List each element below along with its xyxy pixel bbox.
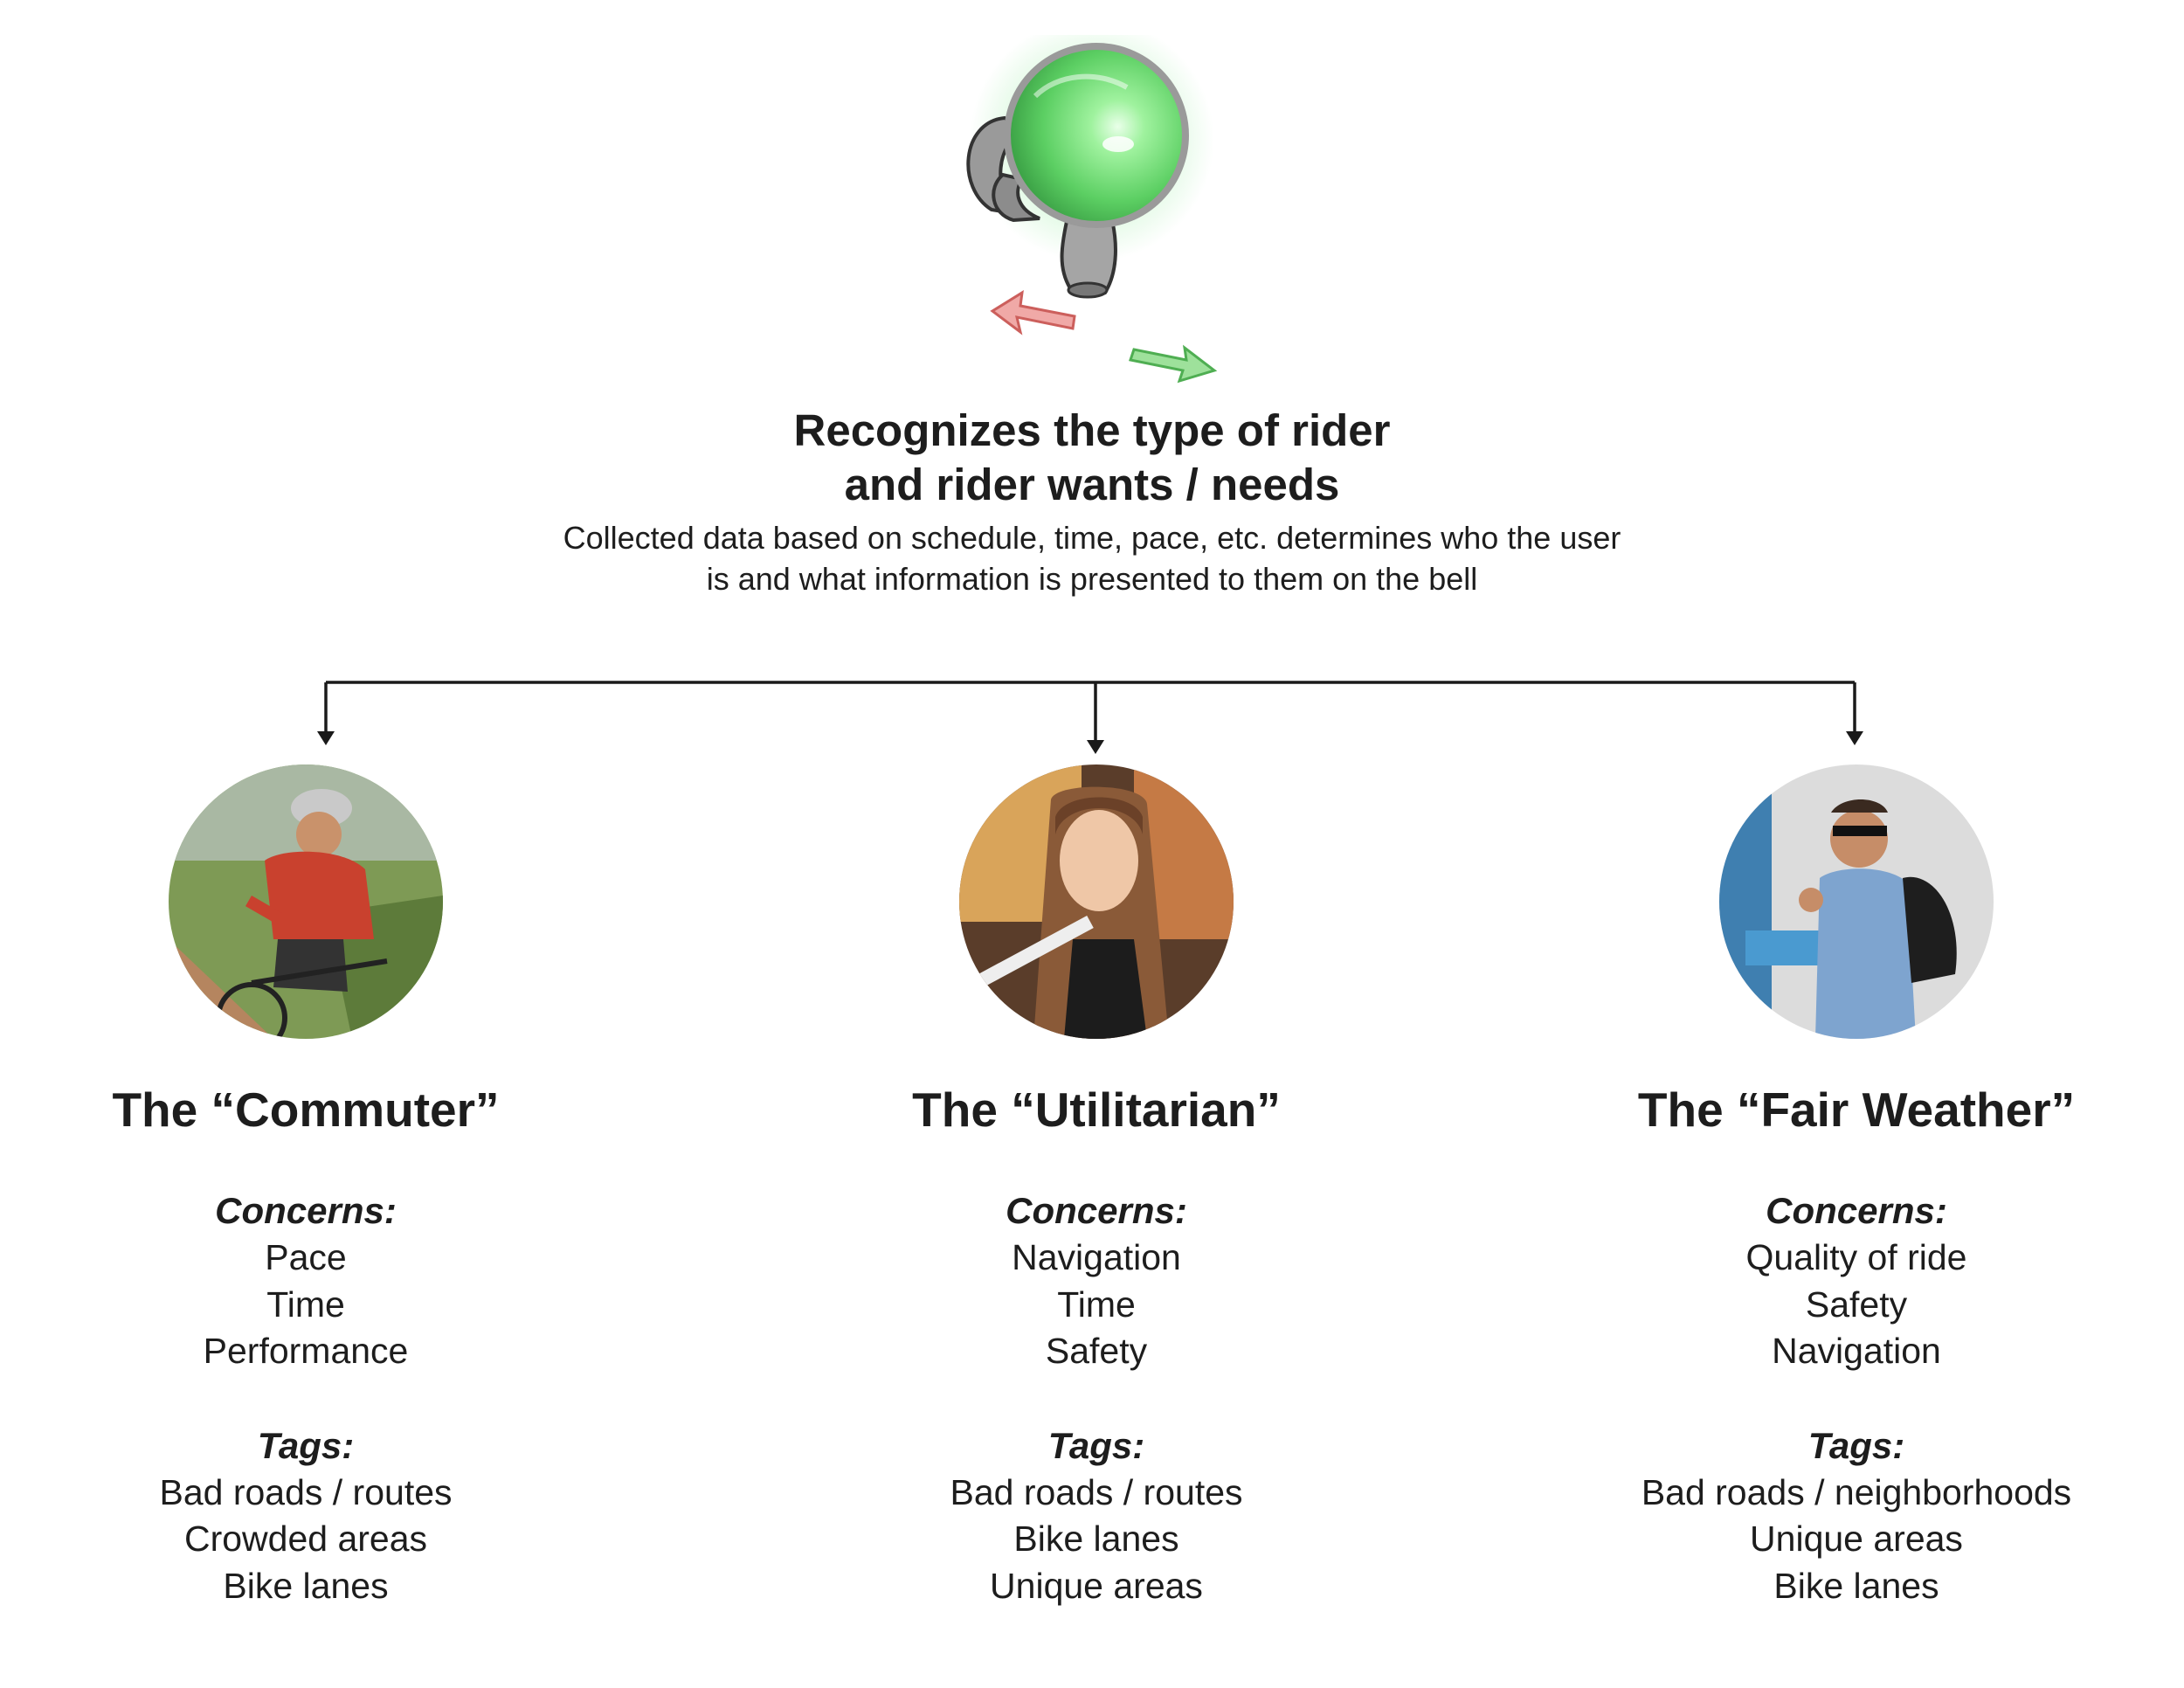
- tag-item: Crowded areas: [183, 1519, 428, 1559]
- tag-item: Bike lanes: [1013, 1519, 1179, 1559]
- concern-item: Safety: [1045, 1331, 1148, 1371]
- tags-list: Bad roads / routes Crowded areas Bike la…: [0, 1470, 681, 1610]
- concerns-list: Pace Time Performance: [0, 1235, 681, 1375]
- tag-item: Bike lanes: [223, 1565, 389, 1606]
- main-heading: Recognizes the type of rider and rider w…: [437, 404, 1747, 512]
- concern-item: Pace: [265, 1237, 347, 1277]
- tag-item: Unique areas: [1750, 1519, 1963, 1559]
- tags-list: Bad roads / neighborhoods Unique areas B…: [1481, 1470, 2184, 1610]
- concern-item: Time: [1057, 1283, 1136, 1325]
- heading-line: and rider wants / needs: [844, 460, 1340, 509]
- description-line: Collected data based on schedule, time, …: [563, 520, 1621, 556]
- concern-item: Navigation: [1012, 1237, 1181, 1277]
- description-line: is and what information is presented to …: [706, 561, 1478, 597]
- utilitarian-photo: [959, 764, 1234, 1039]
- tag-item: Bike lanes: [1773, 1565, 1939, 1606]
- description: Collected data based on schedule, time, …: [393, 517, 1791, 599]
- tag-item: Bad roads / routes: [950, 1471, 1243, 1512]
- tags-label: Tags:: [1807, 1424, 1905, 1466]
- concern-item: Performance: [203, 1331, 409, 1371]
- concerns-list: Navigation Time Safety: [721, 1235, 1472, 1375]
- persona-title: The “Utilitarian”: [912, 1083, 1281, 1137]
- right-arrow-icon: [1129, 344, 1218, 384]
- tag-item: Unique areas: [990, 1565, 1203, 1606]
- tag-item: Bad roads / neighborhoods: [1641, 1471, 2072, 1512]
- concerns-label: Concerns:: [215, 1190, 397, 1231]
- concerns-label: Concerns:: [1766, 1190, 1947, 1231]
- concern-item: Time: [266, 1283, 345, 1325]
- left-arrow-icon: [990, 290, 1076, 336]
- concern-item: Navigation: [1772, 1331, 1941, 1371]
- concerns-list: Quality of ride Safety Navigation: [1481, 1235, 2184, 1375]
- fair-weather-photo: [1719, 764, 1994, 1039]
- tags-label: Tags:: [1047, 1424, 1145, 1466]
- concerns-label: Concerns:: [1006, 1190, 1187, 1231]
- persona-fair-weather: The “Fair Weather” Concerns: Quality of …: [1481, 764, 2184, 1609]
- persona-title: The “Fair Weather”: [1637, 1083, 2076, 1137]
- tags-list: Bad roads / routes Bike lanes Unique are…: [721, 1470, 1472, 1610]
- concern-item: Safety: [1805, 1283, 1908, 1325]
- persona-commuter: The “Commuter” Concerns: Pace Time Perfo…: [0, 764, 681, 1609]
- smart-bell-illustration: [909, 17, 1275, 402]
- persona-utilitarian: The “Utilitarian” Concerns: Navigation T…: [721, 764, 1472, 1609]
- concern-item: Quality of ride: [1745, 1237, 1967, 1277]
- tag-item: Bad roads / routes: [159, 1471, 453, 1512]
- commuter-photo: [169, 764, 443, 1039]
- persona-title: The “Commuter”: [112, 1083, 500, 1137]
- tags-label: Tags:: [257, 1424, 355, 1466]
- heading-line: Recognizes the type of rider: [793, 405, 1391, 455]
